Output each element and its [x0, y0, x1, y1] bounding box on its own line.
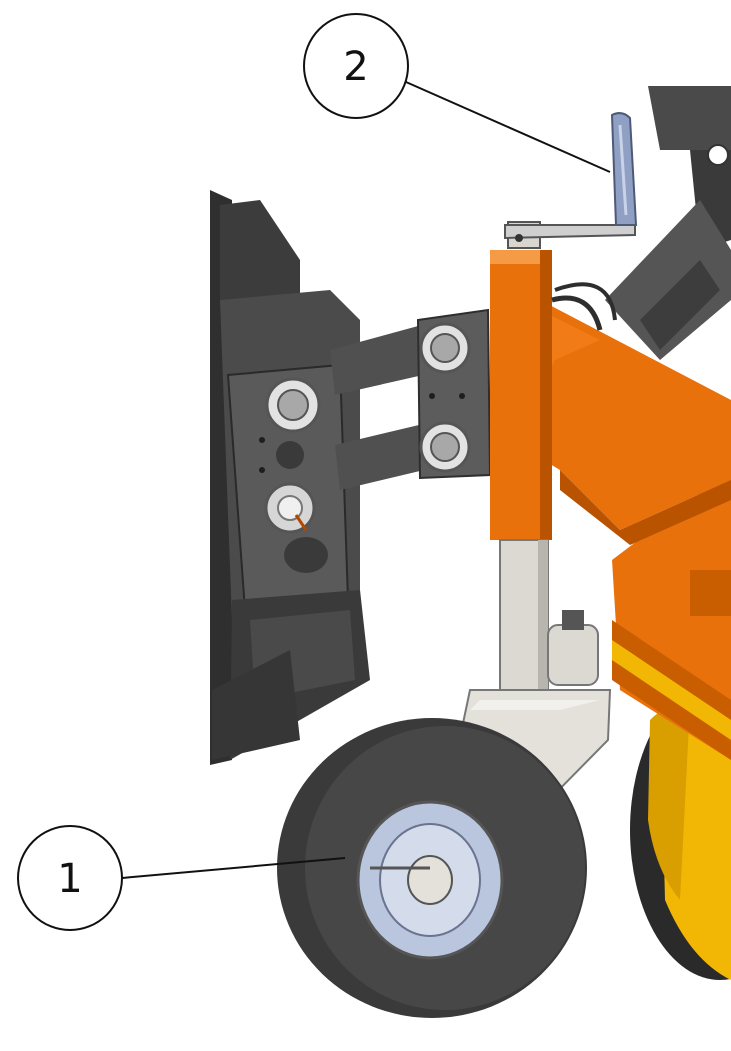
leader-line-1 [121, 857, 346, 879]
callout-1: 1 [17, 825, 346, 931]
callout-circle-2 [303, 13, 409, 119]
crank-handle [504, 112, 638, 249]
callout-2: 2 [303, 13, 611, 173]
orange-frame [490, 250, 731, 545]
bolts [264, 322, 471, 534]
sweeper-housing [612, 470, 731, 760]
callout-circle-1 [17, 825, 123, 931]
support-wheel [277, 718, 587, 1018]
callout-label-1: 1 [57, 856, 82, 902]
mounting-frame [210, 190, 370, 765]
leader-line-2 [405, 81, 611, 173]
upper-arm [605, 86, 731, 360]
callout-label-2: 2 [343, 44, 368, 90]
